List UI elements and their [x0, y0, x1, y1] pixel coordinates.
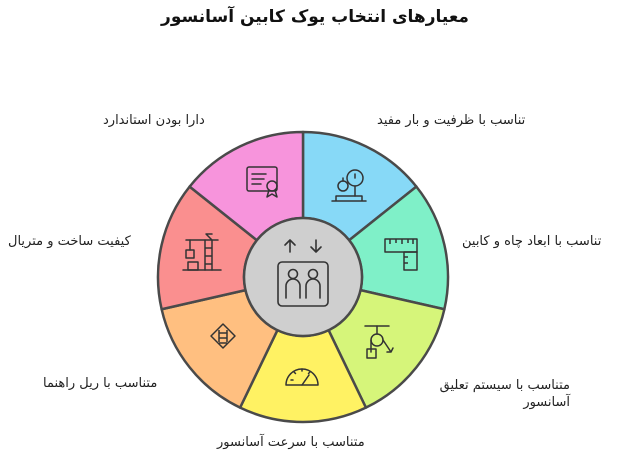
scale-icon: [331, 169, 367, 202]
label-suspension: متناسب با سیستم تعلیق آسانسور: [439, 378, 570, 410]
label-speed: متناسب با سرعت آسانسور: [217, 435, 365, 450]
label-guide-rail: متناسب با ریل راهنما: [43, 376, 158, 391]
crane-icon: [182, 233, 222, 271]
certificate-icon: [246, 166, 278, 198]
page-title: معیارهای انتخاب یوک کابین آسانسور: [161, 7, 469, 27]
label-standard: دارا بودن استاندارد: [103, 113, 205, 128]
pulley-icon: [364, 325, 394, 359]
label-dimensions: تناسب با ابعاد چاه و کابین: [462, 234, 602, 249]
label-capacity: تناسب با ظرفیت و بار مفید: [377, 113, 526, 128]
rail-sign-icon: [210, 323, 236, 349]
center-hub: [242, 216, 364, 338]
ruler-icon: [384, 238, 418, 271]
label-build-quality: کیفیت ساخت و متریال: [8, 234, 131, 249]
elevator-icon: [277, 239, 329, 307]
speedometer-icon: [285, 368, 319, 386]
